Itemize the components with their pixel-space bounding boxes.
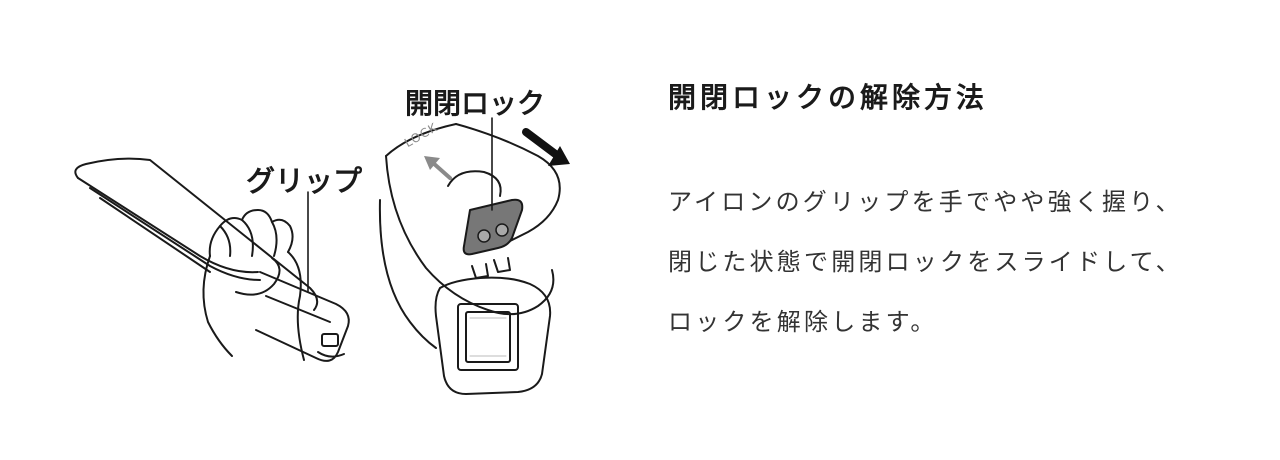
iron-drawing: [74, 117, 570, 395]
arrow-down-right-icon: [522, 128, 570, 166]
grip-label: グリップ: [246, 164, 363, 198]
instruction-line: ロックを解除します。: [668, 308, 938, 336]
lock-label: 開閉ロック: [405, 87, 546, 120]
product-illustration: グリップ 開閉ロック LOCK: [60, 60, 640, 400]
instruction-line: アイロンのグリップを手でやや強く握り、: [668, 188, 1183, 216]
section-title: 開閉ロックの解除方法: [668, 81, 989, 114]
instruction-body: アイロンのグリップを手でやや強く握り、 閉じた状態で開閉ロックをスライドして、 …: [668, 172, 1248, 352]
instruction-panel: 開閉ロックの解除方法 アイロンのグリップを手でやや強く握り、 閉じた状態で開閉ロ…: [668, 76, 1248, 352]
instruction-line: 閉じた状態で開閉ロックをスライドして、: [668, 248, 1183, 276]
arrow-up-left-icon: [424, 156, 452, 180]
